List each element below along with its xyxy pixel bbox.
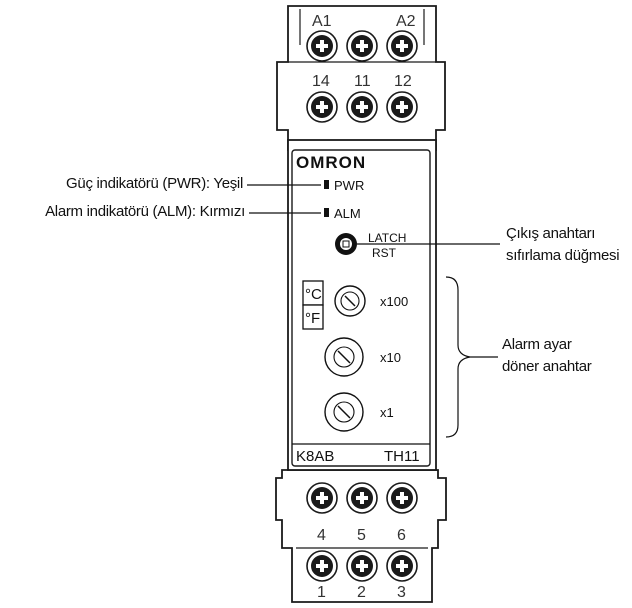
terminal-14: 14 <box>312 73 330 90</box>
terminal-2: 2 <box>357 584 366 601</box>
terminal-12: 12 <box>394 73 412 90</box>
latch-reset-button[interactable] <box>335 233 357 255</box>
fahrenheit-label: °F <box>305 310 320 327</box>
terminal-a2: A2 <box>396 13 416 30</box>
alm-led <box>324 208 329 217</box>
rotary-dial-x100[interactable] <box>334 285 366 317</box>
dial-group-callout-line2: döner anahtar <box>502 358 592 375</box>
model-label: K8AB <box>296 448 334 465</box>
celsius-label: °C <box>305 286 322 303</box>
model-code-label: TH11 <box>384 448 420 465</box>
dial-x1-label: x1 <box>380 405 394 420</box>
terminal-6: 6 <box>397 527 406 544</box>
dial-x100-label: x100 <box>380 294 408 309</box>
terminal-4: 4 <box>317 527 326 544</box>
dial-x10-label: x10 <box>380 350 401 365</box>
rotary-dial-x10[interactable] <box>324 337 364 377</box>
rst-label: RST <box>372 246 397 260</box>
dial-group-bracket <box>445 276 498 438</box>
terminal-a1: A1 <box>312 13 332 30</box>
power-indicator-callout: Güç indikatörü (PWR): Yeşil <box>66 175 243 192</box>
reset-button-callout-line2: sıfırlama düğmesi <box>506 247 620 264</box>
latch-label: LATCH <box>368 231 406 245</box>
pwr-label: PWR <box>334 178 364 193</box>
reset-button-callout-line1: Çıkış anahtarı <box>506 225 596 242</box>
pwr-led <box>324 180 329 189</box>
fahrenheit-box <box>302 304 324 330</box>
terminal-3: 3 <box>397 584 406 601</box>
terminal-5: 5 <box>357 527 366 544</box>
alm-label: ALM <box>334 206 361 221</box>
alarm-indicator-callout: Alarm indikatörü (ALM): Kırmızı <box>45 203 245 220</box>
brand-logo: OMRON <box>296 153 366 172</box>
terminal-11: 11 <box>354 73 371 90</box>
rotary-dial-x1[interactable] <box>324 392 364 432</box>
terminal-1: 1 <box>317 584 326 601</box>
dial-group-callout-line1: Alarm ayar <box>502 336 572 353</box>
